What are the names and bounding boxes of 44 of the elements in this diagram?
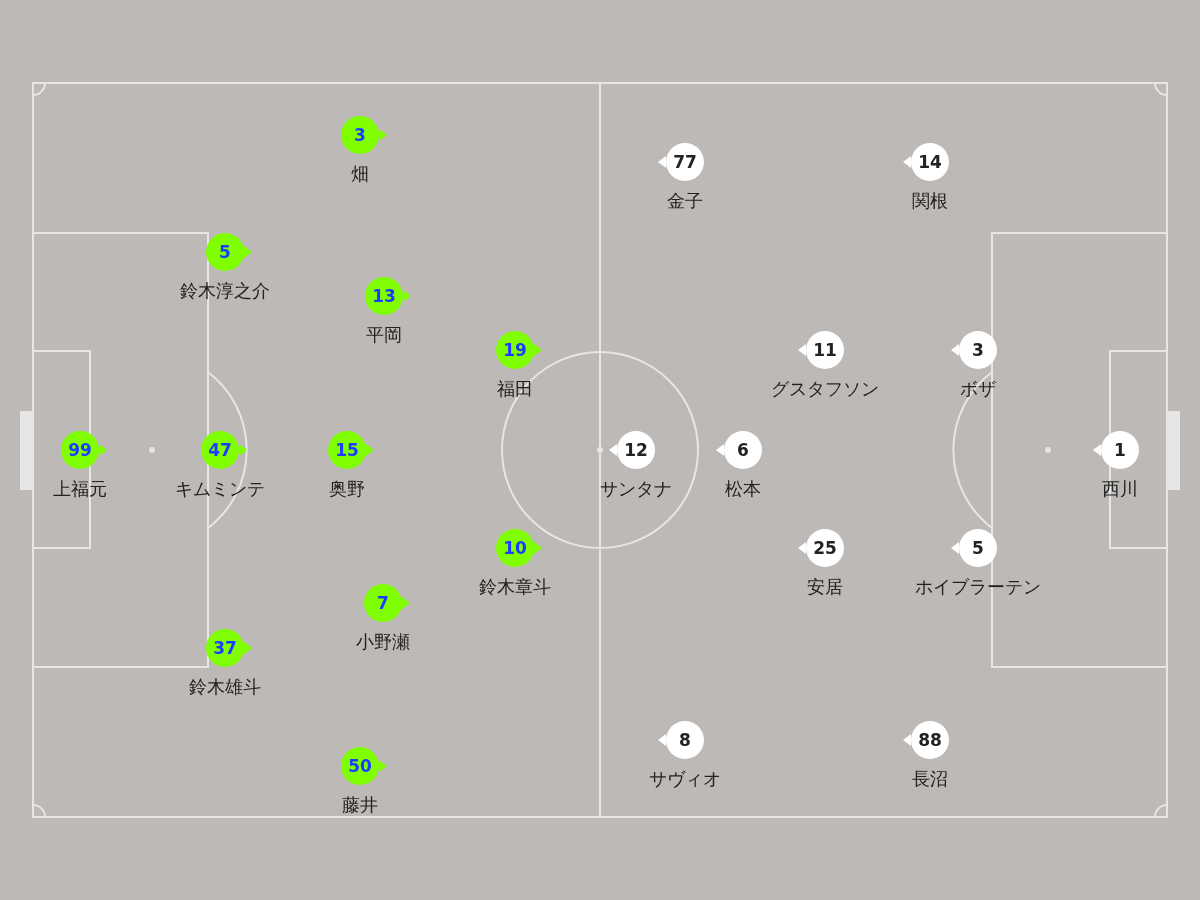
player-marker: 6 [724,431,762,469]
player-marker: 50 [341,747,379,785]
player-marker: 19 [496,331,534,369]
player-marker: 7 [364,584,402,622]
player-name: 上福元 [53,477,107,501]
player-marker: 8 [666,721,704,759]
player-name: サンタナ [600,477,672,501]
player-name: ボザ [960,377,996,401]
player-marker: 1 [1101,431,1139,469]
player-marker: 10 [496,529,534,567]
player-marker: 88 [911,721,949,759]
player-marker: 5 [206,233,244,271]
player-name: 奥野 [329,477,365,501]
player-name: 西川 [1102,477,1138,501]
player-marker: 25 [806,529,844,567]
player-name: 金子 [667,189,703,213]
player-name: 畑 [351,162,369,186]
player-name: 松本 [725,477,761,501]
player-marker: 14 [911,143,949,181]
player-name: ホイブラーテン [915,575,1041,599]
player-marker: 77 [666,143,704,181]
player-name: 平岡 [366,323,402,347]
player-name: サヴィオ [649,767,721,791]
player-marker: 5 [959,529,997,567]
player-name: 小野瀬 [356,630,410,654]
player-name: 長沼 [912,767,948,791]
player-name: 安居 [807,575,843,599]
player-name: 関根 [912,189,948,213]
player-marker: 13 [365,277,403,315]
player-marker: 99 [61,431,99,469]
player-name: 鈴木章斗 [479,575,551,599]
player-marker: 15 [328,431,366,469]
player-marker: 12 [617,431,655,469]
player-marker: 11 [806,331,844,369]
player-name: 福田 [497,377,533,401]
player-name: グスタフソン [771,377,879,401]
player-name: 鈴木淳之介 [180,279,270,303]
player-name: 藤井 [342,793,378,817]
player-name: キムミンテ [175,477,265,501]
player-marker: 3 [341,116,379,154]
player-marker: 3 [959,331,997,369]
player-marker: 37 [206,629,244,667]
player-name: 鈴木雄斗 [189,675,261,699]
player-marker: 47 [201,431,239,469]
